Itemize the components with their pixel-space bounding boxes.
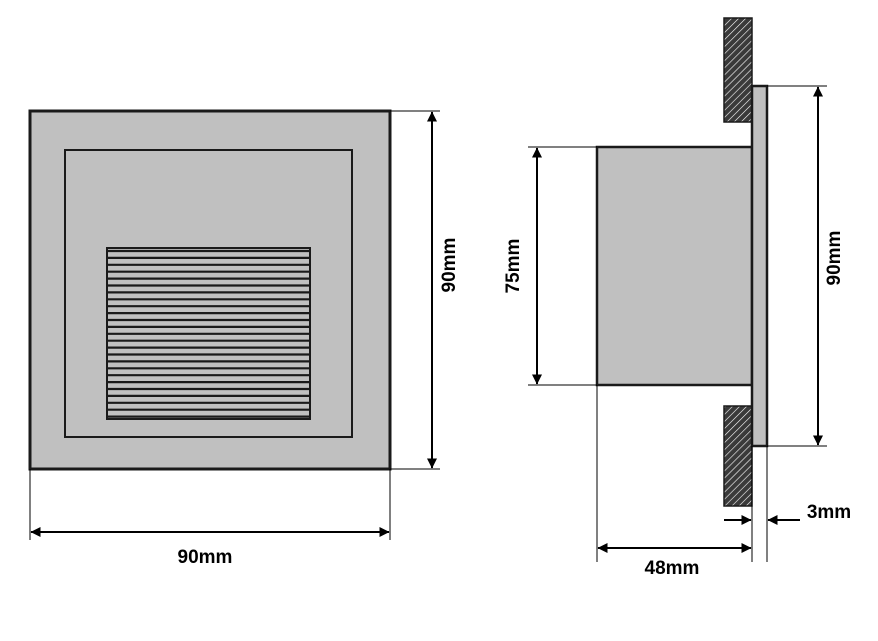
depth-dimension: 48mm — [596, 385, 753, 579]
wall-upper — [723, 17, 753, 123]
side-view: 75mm 90mm 48mm 3mm — [503, 17, 851, 579]
front-height-label: 90mm — [439, 238, 460, 293]
plate-height-label: 90mm — [824, 231, 845, 286]
louver-grille — [106, 247, 311, 420]
front-width-label: 90mm — [178, 547, 233, 568]
front-view: 90mm 90mm — [28, 109, 460, 568]
thickness-dimension: 3mm — [724, 446, 851, 562]
body-height-dimension: 75mm — [503, 146, 597, 386]
depth-label: 48mm — [645, 558, 700, 579]
body-height-label: 75mm — [503, 239, 524, 294]
side-body — [595, 145, 754, 387]
thickness-label: 3mm — [807, 502, 851, 523]
front-width-dimension: 90mm — [29, 469, 391, 568]
side-front-plate — [750, 84, 769, 448]
plate-height-dimension: 90mm — [767, 85, 845, 447]
wall-lower — [723, 405, 753, 507]
front-height-dimension: 90mm — [390, 110, 460, 470]
